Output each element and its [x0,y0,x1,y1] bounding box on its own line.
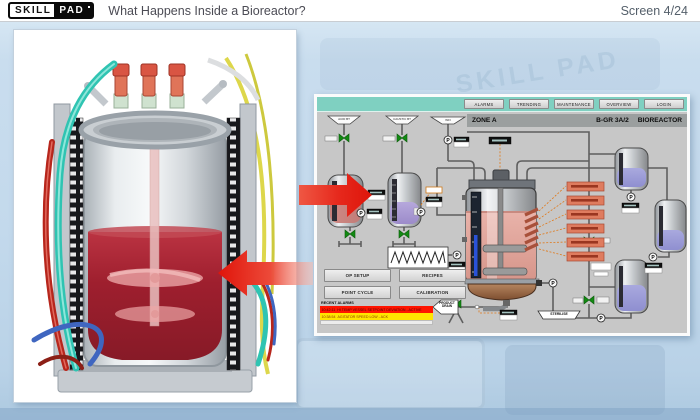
product-drain-shape [432,299,459,315]
svg-text:P: P [599,316,603,322]
valve-tags [324,135,611,304]
alarm-time: 10:38:54 [321,314,336,319]
svg-text:P: P [455,253,459,259]
bioreactor-photo-card [13,29,297,403]
perforated-rails [69,117,241,371]
top-ports [112,63,186,109]
right-tank-3 [614,259,649,314]
alarm-row-warning[interactable]: 10:38:54 AGITATOR SPEED LOW - ACK [320,313,433,320]
logo-skill-text: SKILL [15,5,52,16]
alarm-row-empty [320,320,433,325]
svg-text:P: P [629,195,633,201]
alarm-time: 10:42:11 [321,307,336,312]
sterilise-shape [537,310,581,320]
hmi-button-maintenance[interactable]: MAINTENANCE [554,99,594,109]
acid-tank [327,174,364,228]
headplate [78,80,232,150]
heat-exchanger [387,246,449,269]
pipe-junction [474,304,480,310]
background-equipment-ghost [295,338,485,410]
funnel-label-caustic: CAUSTIC BT [393,117,411,121]
hmi-button-op-setup[interactable]: OP SETUP [324,269,391,282]
bioreactor-vessel [462,169,542,306]
hmi-button-overview[interactable]: OVERVIEW [599,99,639,109]
heating-coil [524,207,539,252]
impeller [107,129,203,327]
hmi-button-alarms[interactable]: ALARMS [464,99,504,109]
hmi-button-recipes[interactable]: RECIPES [399,269,466,282]
background-equipment-ghost [320,38,660,90]
pressure-indicators: P P P P P P P P [356,135,658,323]
readout-displays [366,136,663,321]
logo-pad-text: PAD [54,4,93,17]
screen-counter: Screen 4/24 [620,3,688,18]
hmi-screen: P P P P P P P P ALARMS TRENDING MAINTENA… [317,97,687,333]
zone-label: ZONE A [472,117,497,124]
recent-alarms-label: RECENT ALARMS [321,301,354,305]
hmi-button-calibration[interactable]: CALIBRATION [399,286,466,299]
hmi-button-trending[interactable]: TRENDING [509,99,549,109]
sterilise-label: STERILISE [550,312,568,316]
hmi-button-point-cycle[interactable]: POINT CYCLE [324,286,391,299]
svg-text:P: P [419,210,423,216]
caustic-tank [387,172,422,228]
alarm-row-critical[interactable]: 10:42:11 HI TEMP VESSEL SETPOINT DEVIATI… [320,306,433,313]
hmi-titlebar: ZONE A B-GR 3A/2 BIOREACTOR [467,114,687,127]
page-title: What Happens Inside a Bioreactor? [108,3,306,18]
funnel-label-acid: ACID BT [338,117,350,121]
background-bottom-strip [0,408,700,420]
svg-text:P: P [651,255,655,261]
right-tank-2 [654,199,687,253]
svg-text:P: P [446,138,450,144]
unit-label: B-GR 3A/2 [596,117,629,124]
hmi-screenshot-card: P P P P P P P P ALARMS TRENDING MAINTENA… [314,94,690,336]
funnel-label-wfi: WFI [445,117,451,122]
bioreactor-render [18,34,292,398]
hmi-button-login[interactable]: LOGIN [644,99,684,109]
alarm-text: AGITATOR SPEED LOW - ACK [337,314,389,319]
signal-lines [420,144,567,314]
right-tank-1 [614,147,649,191]
feed-funnels [326,115,467,125]
sensor-label-bars [566,181,605,262]
background-equipment-ghost [505,345,665,415]
svg-text:P: P [551,281,555,287]
alarm-text: HI TEMP VESSEL SETPOINT DEVIATION - ACTI… [337,307,422,312]
equipment-label: BIOREACTOR [637,117,682,124]
hmi-topbar: ALARMS TRENDING MAINTENANCE OVERVIEW LOG… [317,97,687,112]
